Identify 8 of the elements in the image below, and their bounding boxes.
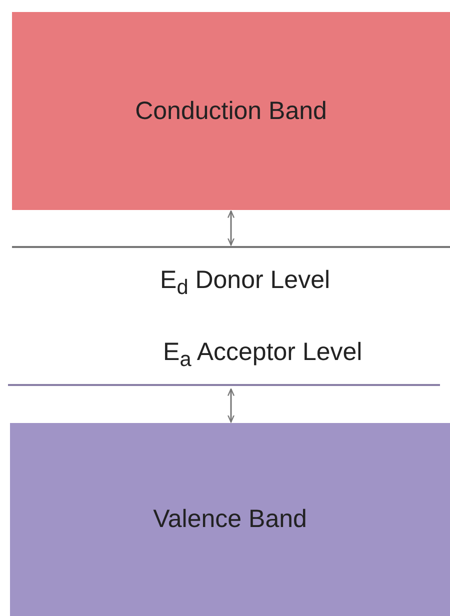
band-label: Valence Band [153, 505, 307, 534]
level-label: E$_{a}$ Acceptor Level [163, 338, 362, 372]
conduction-band [12, 12, 450, 210]
double-arrow [227, 388, 235, 423]
valence-band [10, 423, 450, 616]
band-label: Conduction Band [135, 96, 327, 126]
level-label: E$_{d}$ Donor Level [160, 266, 330, 300]
double-arrow [227, 210, 235, 246]
